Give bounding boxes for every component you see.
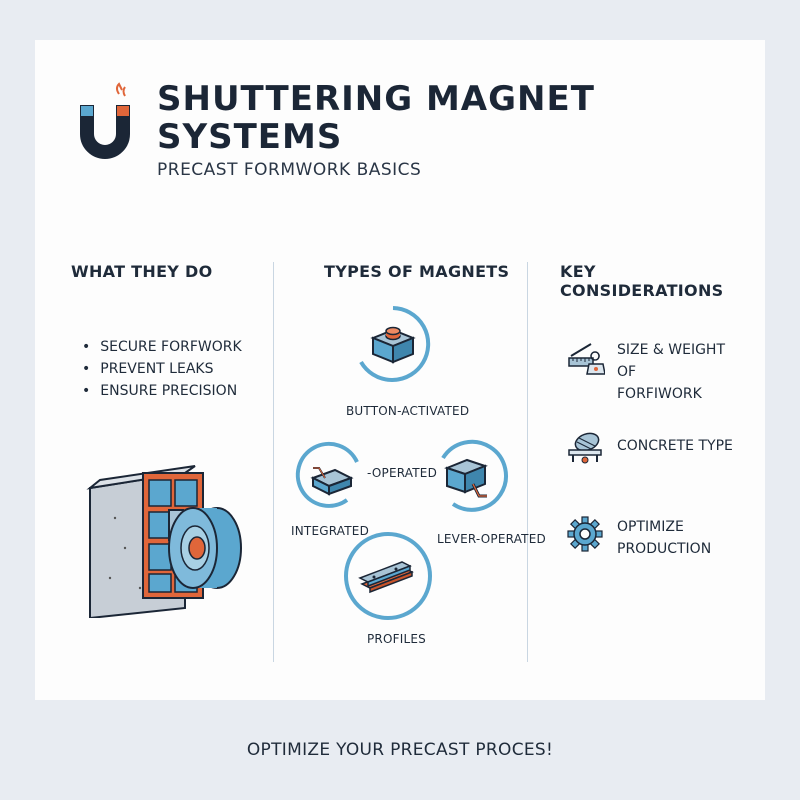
page-title: SHUTTERING MAGNET SYSTEMS: [157, 80, 595, 156]
list-item: SECURE FORFWORK: [82, 336, 241, 358]
page-subtitle: PRECAST FORMWORK BASICS: [157, 160, 422, 180]
consideration-line: FORFIWORK: [617, 386, 702, 402]
column-divider-1: [273, 262, 274, 662]
list-item: ENSURE PRECISION: [82, 380, 242, 402]
column-divider-2: [527, 262, 528, 662]
lever-operated-magnet-icon: [441, 439, 508, 512]
list-item: PREVENT LEAKS: [82, 358, 242, 380]
magnet-logo-icon: [80, 82, 130, 159]
operated-magnet-icon: [295, 441, 359, 508]
consideration-line: CONCRETE TYPE: [617, 438, 733, 454]
title-line-2: SYSTEMS: [157, 117, 343, 157]
type-label-button-activated: BUTTON-ACTIVATED: [346, 404, 470, 418]
formwork-magnet-illustration-icon: [86, 465, 242, 618]
consideration-line: OPTIMIZE: [617, 519, 684, 535]
concrete-mixer-icon: [568, 432, 602, 464]
consideration-size-weight: SIZE & WEIGHT OF FORFIWORK: [617, 339, 747, 405]
button-activated-magnet-icon: [359, 306, 431, 382]
consideration-line: SIZE & WEIGHT OF: [617, 342, 726, 380]
ruler-weight-icon: [568, 343, 605, 375]
consideration-optimize-production: OPTIMIZE PRODUCTION: [617, 516, 747, 560]
what-they-do-list: SECURE FORFWORK PREVENT LEAKS ENSURE PRE…: [82, 336, 242, 402]
type-label-lever-operated: LEVER-OPERATED: [437, 532, 546, 546]
title-line-1: SHUTTERING MAGNET: [157, 79, 595, 119]
type-label-integrated: INTEGRATED: [291, 524, 370, 538]
infographic-card: SHUTTERING MAGNET SYSTEMS PRECAST FORMWO…: [35, 40, 765, 700]
type-label-profiles: PROFILES: [367, 632, 426, 646]
profiles-magnet-icon: [344, 532, 432, 620]
what-they-do-heading: WHAT THEY DO: [71, 262, 213, 281]
consideration-concrete-type: CONCRETE TYPE: [617, 435, 747, 457]
types-of-magnets-heading: TYPES OF MAGNETS: [324, 262, 510, 281]
type-label-operated: -OPERATED: [367, 466, 438, 480]
consideration-line: PRODUCTION: [617, 541, 712, 557]
gear-icon: [567, 516, 603, 552]
key-considerations-heading: KEY CONSIDERATIONS: [560, 262, 724, 300]
footer-tagline: OPTIMIZE YOUR PRECAST PROCES!: [246, 740, 554, 760]
